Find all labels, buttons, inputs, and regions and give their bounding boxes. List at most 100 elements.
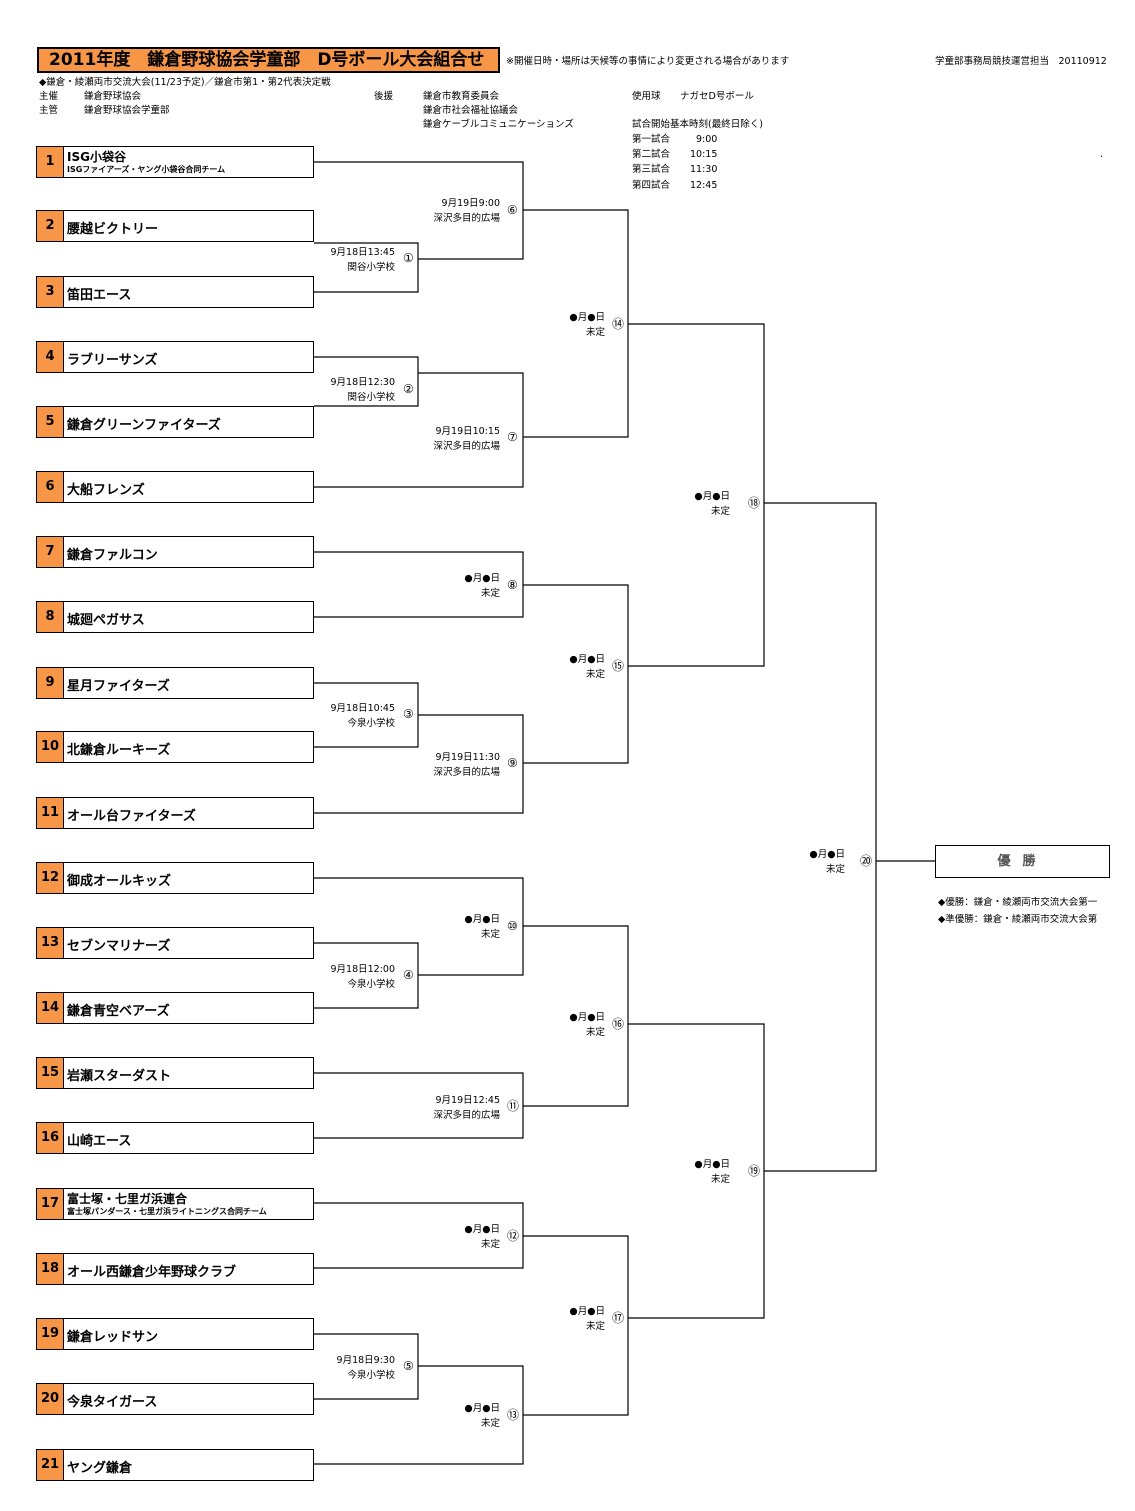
team-name: ヤング鎌倉 (67, 1461, 133, 1476)
team-number: 14 (37, 993, 64, 1023)
team-number: 10 (37, 732, 64, 762)
manager-label: 主管 (39, 105, 59, 116)
team-14: 14 鎌倉青空ベアーズ (36, 992, 314, 1024)
match-number: ⑳ (860, 854, 873, 868)
match-info: ●月●日未定 (464, 1222, 500, 1252)
match-info: ●月●日未定 (464, 1401, 500, 1431)
start-label-1: 第一試合 (632, 134, 671, 145)
match-date: 9月18日10:45 (330, 703, 395, 714)
match-number: ⑮ (612, 659, 625, 673)
match-date: 9月18日12:30 (330, 377, 395, 388)
bracket-line (523, 1235, 629, 1416)
match-venue: 関谷小学校 (347, 392, 395, 403)
match-info: 9月19日9:00 深沢多目的広場 (433, 196, 500, 226)
team-4: 4 ラブリーサンズ (36, 341, 314, 373)
team-number: 16 (37, 1123, 64, 1153)
team-number: 3 (37, 277, 64, 307)
match-date: ●月●日 (694, 1159, 730, 1170)
office-label: 学童部事務局競技運営担当 20110912 (935, 56, 1107, 67)
team-1: 1 ISG小袋谷 ISGファイアーズ・ヤング小袋谷合同チーム (36, 146, 314, 178)
team-name: 鎌倉レッドサン (67, 1330, 159, 1345)
team-name: オール台ファイターズ (67, 809, 196, 824)
match-date: ●月●日 (569, 1012, 605, 1023)
match-number: ⑲ (748, 1164, 761, 1178)
team-6: 6 大船フレンズ (36, 471, 314, 503)
match-info: ●月●日未定 (464, 571, 500, 601)
team-number: 11 (37, 798, 64, 828)
match-date: ●月●日 (464, 1403, 500, 1414)
event-line: ◆鎌倉・綾瀬両市交流大会(11/23予定)／鎌倉市第1・第2代表決定戦 (39, 77, 331, 88)
match-date: 9月19日10:15 (435, 426, 500, 437)
team-number: 5 (37, 407, 64, 437)
team-name: 岩瀬スターダスト (67, 1069, 172, 1084)
match-date: ●月●日 (464, 914, 500, 925)
match-venue: 未定 (585, 1027, 605, 1038)
team-number: 19 (37, 1319, 64, 1349)
bracket-line (314, 372, 524, 488)
start-time-1: 9:00 (696, 134, 718, 145)
match-date: ●月●日 (464, 573, 500, 584)
team-number: 21 (37, 1450, 64, 1480)
team-name: 富士塚・七里ガ浜連合 (67, 1192, 188, 1206)
match-info: ●月●日未定 (464, 912, 500, 942)
team-number: 15 (37, 1058, 64, 1088)
winner-note: ◆優勝：鎌倉・綾瀬両市交流大会第一 (938, 897, 1098, 908)
match-date: ●月●日 (694, 491, 730, 502)
team-number: 2 (37, 211, 64, 241)
bracket-line (523, 925, 629, 1107)
match-date: 9月19日9:00 (441, 198, 500, 209)
team-12: 12 御成オールキッズ (36, 862, 314, 894)
team-number: 17 (37, 1189, 64, 1219)
match-venue: 未定 (480, 1239, 500, 1250)
supporter-1: 鎌倉市教育委員会 (423, 91, 500, 102)
team-subname: ISGファイアーズ・ヤング小袋谷合同チーム (67, 165, 226, 174)
match-number: ⑩ (507, 919, 518, 933)
ball-name: ナガセD号ボール (680, 91, 754, 102)
match-venue: 未定 (480, 588, 500, 599)
organizer: 鎌倉野球協会 (84, 91, 142, 102)
match-info: ●月●日未定 (569, 1010, 605, 1040)
match-number: ⑯ (612, 1017, 625, 1031)
match-number: ⑱ (748, 496, 761, 510)
match-number: ⑬ (507, 1408, 520, 1422)
match-number: ② (403, 382, 414, 396)
match-venue: 今泉小学校 (347, 979, 395, 990)
team-18: 18 オール西鎌倉少年野球クラブ (36, 1253, 314, 1285)
page-title: 2011年度 鎌倉野球協会学童部 D号ボール大会組合せ (37, 47, 500, 73)
match-date: 9月18日13:45 (330, 247, 395, 258)
match-number: ④ (403, 968, 414, 982)
team-15: 15 岩瀬スターダスト (36, 1057, 314, 1089)
team-number: 12 (37, 863, 64, 893)
team-number: 6 (37, 472, 64, 502)
team-7: 7 鎌倉ファルコン (36, 536, 314, 568)
team-19: 19 鎌倉レッドサン (36, 1318, 314, 1350)
start-time-4: 12:45 (690, 180, 718, 191)
bracket-line (314, 356, 419, 407)
match-venue: 未定 (825, 864, 845, 875)
team-name: 城廻ペガサス (67, 613, 145, 628)
match-number: ⑦ (507, 430, 518, 444)
match-date: 9月18日9:30 (336, 1355, 395, 1366)
bracket-line (628, 323, 765, 667)
bracket-line (314, 242, 419, 293)
match-venue: 今泉小学校 (347, 1370, 395, 1381)
team-name: ラブリーサンズ (67, 353, 158, 368)
supporter-2: 鎌倉市社会福祉協議会 (423, 105, 519, 116)
team-number: 4 (37, 342, 64, 372)
team-name: 星月ファイターズ (67, 679, 170, 694)
manager: 鎌倉野球協会学童部 (84, 105, 170, 116)
team-name: セブンマリナーズ (67, 939, 171, 954)
match-venue: 関谷小学校 (347, 262, 395, 273)
match-venue: 深沢多目的広場 (433, 1110, 500, 1121)
team-number: 18 (37, 1254, 64, 1284)
runner-up-note: ◆準優勝：鎌倉・綾瀬両市交流大会第 (938, 914, 1098, 925)
stray-dot: . (1100, 149, 1104, 160)
match-venue: 深沢多目的広場 (433, 767, 500, 778)
schedule-notice: ※開催日時・場所は天候等の事情により変更される場合があります (506, 56, 790, 67)
match-number: ⑰ (612, 1311, 625, 1325)
match-info: 9月18日9:30 今泉小学校 (337, 1353, 395, 1383)
match-venue: 深沢多目的広場 (433, 213, 500, 224)
